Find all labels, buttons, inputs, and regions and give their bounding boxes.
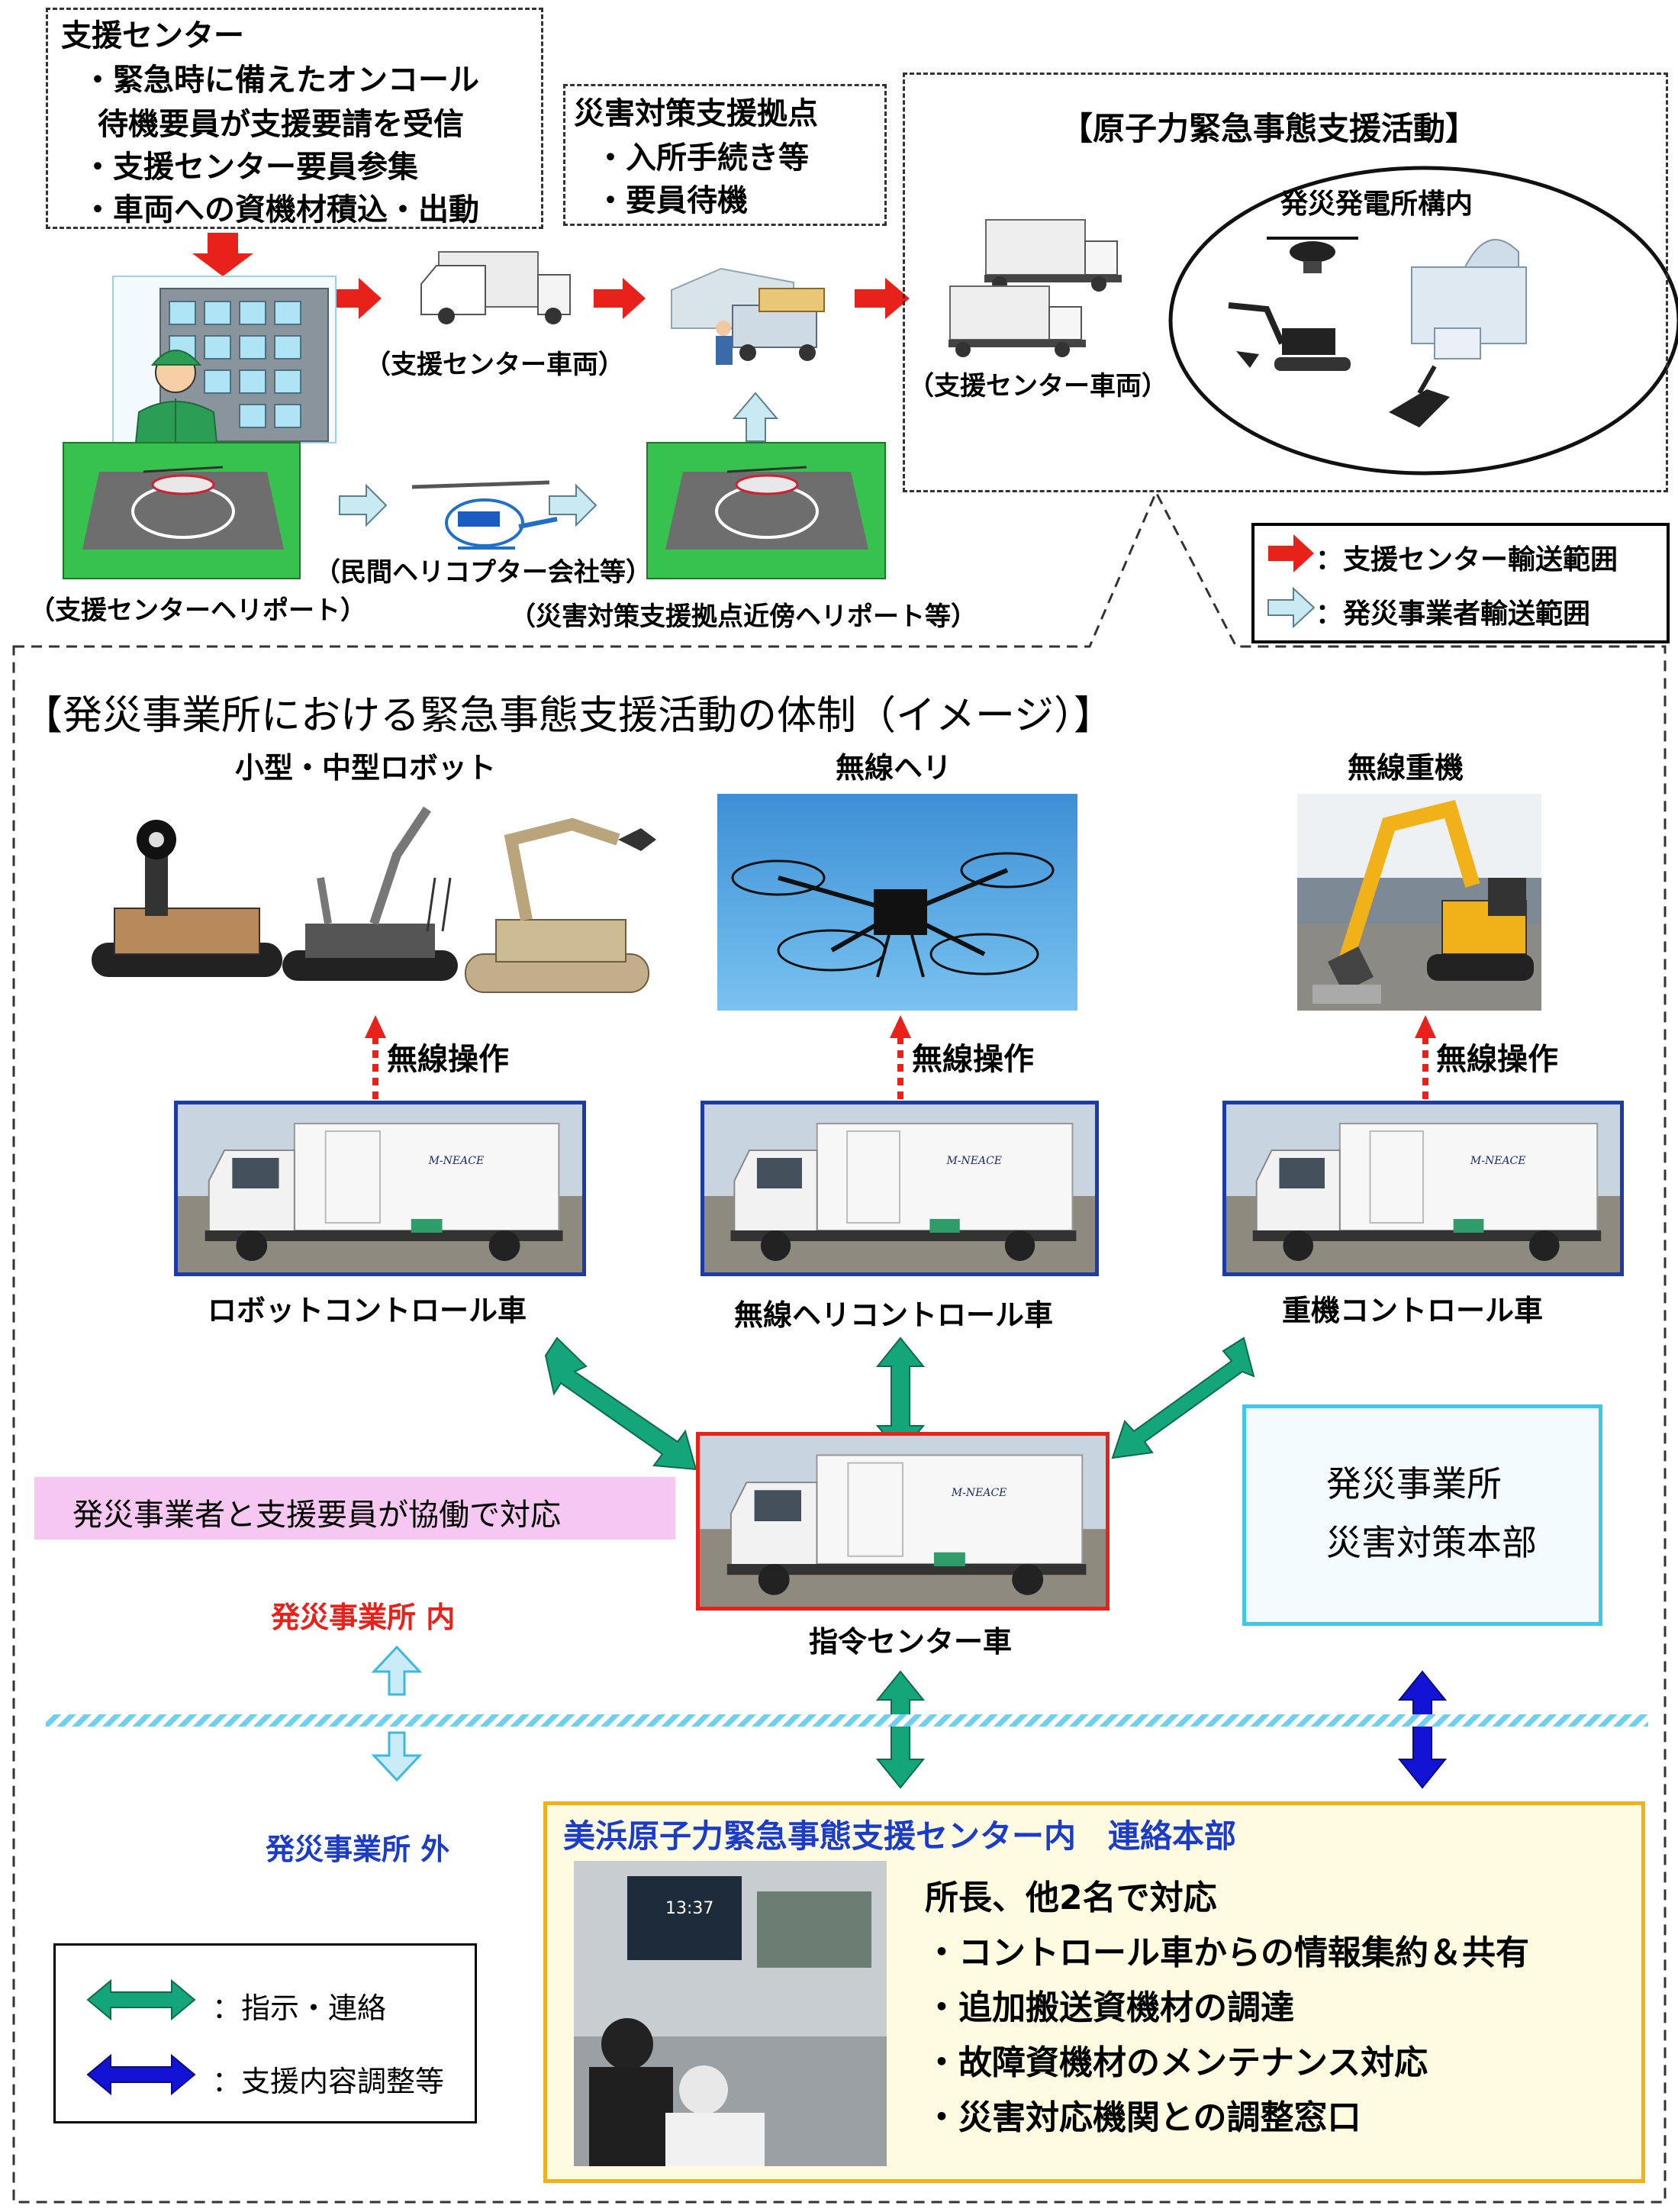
- main-dashed-frame: [12, 489, 1667, 2204]
- robot-control-truck: M-NEACE: [174, 1101, 586, 1276]
- base-title: 災害対策支援拠点: [574, 96, 818, 131]
- heliport-center-graphic: [63, 442, 301, 579]
- red-arrow-3: [855, 278, 910, 319]
- radio-op-3: 無線操作: [1436, 1042, 1558, 1077]
- base-line-1: ・入所手続き等: [595, 140, 809, 176]
- base-building-graphic: [671, 267, 825, 365]
- activity-trucks-graphic: [949, 219, 1122, 357]
- radio-op-2: 無線操作: [912, 1042, 1034, 1077]
- legend-light-label: ：発災事業者輸送範囲: [1316, 598, 1591, 630]
- light-arrow-up: [732, 392, 779, 442]
- truck-logo-text: M-NEACE: [1470, 1155, 1526, 1167]
- legend-green-label: ：指示・連絡: [212, 1991, 387, 2025]
- excavator-image: [1297, 794, 1541, 1011]
- heavy-control-truck: M-NEACE: [1222, 1101, 1624, 1276]
- main-title: 【発災事業所における緊急事態支援活動の体制（イメージ）】: [23, 693, 1113, 739]
- support-center-line-1: ・緊急時に備えたオンコール: [82, 63, 479, 98]
- plant-label: 発災発電所構内: [1280, 189, 1473, 220]
- local-hq-line-1: 発災事業所: [1326, 1463, 1502, 1504]
- support-vehicle-graphic: [420, 251, 571, 324]
- support-center-building: [112, 276, 337, 443]
- liaison-line-5: ・災害対応機関との調整窓口: [925, 2098, 1361, 2137]
- legend-red-label: ：支援センター輸送範囲: [1316, 544, 1618, 576]
- private-helicopter-graphic: [411, 480, 558, 550]
- blue-double-arrow-icon: [86, 2053, 196, 2096]
- inside-arrow: [371, 1645, 423, 1696]
- heli-truck-label: 無線ヘリコントロール車: [734, 1298, 1054, 1332]
- liaison-line-4: ・故障資機材のメンテナンス対応: [925, 2043, 1428, 2082]
- truck-logo-text: M-NEACE: [946, 1155, 1003, 1167]
- light-arrow-2: [549, 483, 597, 527]
- green-arrow-lower: [875, 1670, 926, 1789]
- light-arrow-1: [339, 483, 388, 527]
- liaison-title: 美浜原子力緊急事態支援センター内 連絡本部: [563, 1817, 1237, 1855]
- legend-blue-label: ：支援内容調整等: [212, 2065, 445, 2098]
- cooperation-text: 発災事業者と支援要員が協働で対応: [72, 1498, 561, 1533]
- radio-arrow-2: [890, 1015, 911, 1099]
- cooperation-band: [34, 1477, 675, 1540]
- command-truck: M-NEACE: [696, 1432, 1110, 1611]
- support-center-box: [46, 8, 543, 229]
- label-vehicle-2: （支援センター車両）: [908, 371, 1168, 401]
- site-boundary-line: [46, 1714, 1648, 1727]
- red-arrow-down: [192, 233, 253, 276]
- heliport-base-graphic: [646, 442, 886, 579]
- label-base-heliport: （災害対策支援拠点近傍ヘリポート等）: [510, 601, 977, 632]
- drone-image: [717, 794, 1077, 1011]
- label-vehicle-1: （支援センター車両）: [365, 350, 624, 380]
- green-arrow-left: [544, 1337, 697, 1471]
- robots-image: [69, 794, 672, 1015]
- liaison-room-photo: 13:37: [574, 1861, 887, 2166]
- heavy-truck-label: 重機コントロール車: [1282, 1294, 1544, 1327]
- green-double-arrow-icon: [86, 1978, 196, 2021]
- robot-3: [465, 817, 656, 993]
- liaison-line-2: ・コントロール車からの情報集約＆共有: [925, 1933, 1529, 1972]
- local-hq-box: [1242, 1404, 1602, 1626]
- radio-op-1: 無線操作: [387, 1042, 509, 1077]
- truck-logo-text: M-NEACE: [428, 1155, 485, 1167]
- transport-legend: [1251, 523, 1670, 643]
- robot-1: [92, 820, 282, 977]
- outside-arrow: [371, 1731, 423, 1782]
- truck-picture: [1226, 1104, 1620, 1272]
- radio-arrow-3: [1415, 1015, 1436, 1099]
- support-center-line-2: 待機要員が支援要請を受信: [98, 107, 464, 142]
- outside-label: 発災事業所 外: [266, 1833, 450, 1866]
- activity-title: 【原子力緊急事態支援活動】: [1061, 110, 1478, 147]
- red-arrow-1: [330, 278, 382, 319]
- red-arrow-2: [594, 278, 646, 319]
- support-center-line-4: ・車両への資機材積込・出動: [82, 192, 479, 227]
- inside-label: 発災事業所 内: [271, 1601, 456, 1634]
- activity-box: [903, 73, 1668, 492]
- label-private-heli: （民間ヘリコプター会社等）: [314, 557, 652, 588]
- base-line-2: ・要員待機: [595, 183, 748, 218]
- blue-arrow-right: [1397, 1670, 1448, 1789]
- heli-label: 無線ヘリ: [836, 751, 952, 785]
- liaison-line-1: 所長、他2名で対応: [925, 1878, 1217, 1917]
- radio-arrow-1: [365, 1015, 386, 1099]
- plant-graphics: [1228, 237, 1527, 427]
- truck-picture: [178, 1104, 582, 1272]
- truck-picture: [700, 1436, 1106, 1607]
- truck-picture: [704, 1104, 1095, 1272]
- liaison-line-3: ・追加搬送資機材の調達: [925, 1988, 1294, 2027]
- heavy-label: 無線重機: [1348, 751, 1464, 785]
- command-legend: [53, 1943, 477, 2123]
- truck-logo-text: M-NEACE: [951, 1487, 1007, 1500]
- robot-label: 小型・中型ロボット: [235, 751, 497, 785]
- robot-2: [282, 806, 458, 981]
- support-center-title: 支援センター: [61, 18, 244, 53]
- screen-time: 13:37: [665, 1899, 714, 1918]
- green-arrow-right: [1111, 1337, 1255, 1459]
- local-hq-line-2: 災害対策本部: [1326, 1522, 1537, 1563]
- base-box: [563, 84, 887, 226]
- command-truck-label: 指令センター車: [809, 1625, 1013, 1659]
- robot-truck-label: ロボットコントロール車: [208, 1294, 527, 1327]
- label-center-heliport: （支援センターヘリポート）: [29, 595, 366, 626]
- support-center-line-3: ・支援センター要員参集: [82, 150, 418, 185]
- heli-control-truck: M-NEACE: [701, 1101, 1099, 1276]
